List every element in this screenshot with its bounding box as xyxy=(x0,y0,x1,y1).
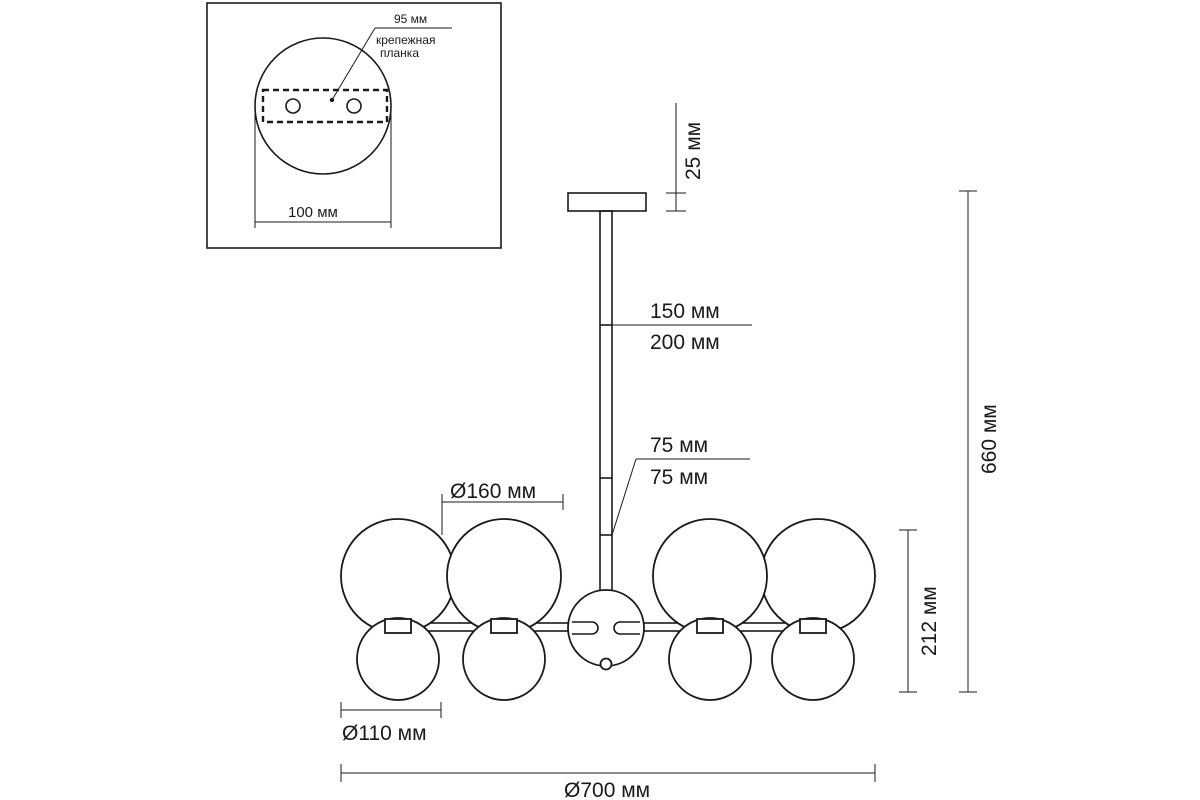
holder-2 xyxy=(490,618,518,634)
canopy-width-label: 100 мм xyxy=(288,204,338,221)
lower-shade-diameter-label: Ø110 мм xyxy=(342,722,427,745)
hub-clip-left xyxy=(572,621,599,635)
upper-shade-4 xyxy=(760,518,876,634)
canopy-and-rod xyxy=(567,192,647,598)
lower-shades xyxy=(356,617,855,701)
mounting-plate xyxy=(261,88,389,124)
inset-frame xyxy=(206,2,502,249)
upper-shade-1 xyxy=(340,518,456,634)
hub-finial xyxy=(599,657,613,671)
upper-shades xyxy=(340,518,876,634)
lower-shade-3 xyxy=(668,617,752,701)
holder-4 xyxy=(799,618,827,634)
rod xyxy=(599,210,613,598)
body-height-dimension: 212 мм xyxy=(899,529,941,693)
total-height-dimension: 660 мм xyxy=(959,190,1001,693)
plate-name-line2: планка xyxy=(380,46,419,60)
total-height-label: 660 мм xyxy=(978,404,1001,474)
plate-size-label: 95 мм xyxy=(394,12,427,26)
rod-segment-2: 75 мм xyxy=(650,466,708,489)
rod-option-1: 150 мм xyxy=(650,300,720,323)
central-hub xyxy=(567,589,645,671)
canopy-circle xyxy=(254,37,392,175)
lower-shade-2 xyxy=(462,617,546,701)
canopy xyxy=(567,192,647,212)
mounting-hole-right xyxy=(346,98,362,114)
canopy-top-view-inset: 95 мм крепежная планка 100 мм xyxy=(206,2,502,249)
rod-length-labels: 150 мм 200 мм 75 мм 75 мм xyxy=(611,300,752,536)
hub-sphere xyxy=(567,589,645,667)
hub-clip-right xyxy=(613,621,640,635)
body-height-label: 212 мм xyxy=(918,586,941,656)
upper-shade-diameter-label: Ø160 мм xyxy=(450,480,536,503)
lower-shade-dimension: Ø110 мм xyxy=(340,702,442,745)
upper-shade-2 xyxy=(446,518,562,634)
lower-shade-1 xyxy=(356,617,440,701)
total-diameter-dimension: Ø700 мм xyxy=(340,764,876,800)
upper-shade-3 xyxy=(652,518,768,634)
mounting-hole-left xyxy=(285,98,301,114)
plate-name-line1: крепежная xyxy=(376,33,435,47)
total-diameter-label: Ø700 мм xyxy=(564,779,650,800)
shade-holders xyxy=(384,618,827,634)
lower-shade-4 xyxy=(771,617,855,701)
canopy-height-dimension: 25 мм xyxy=(666,103,705,212)
canopy-height-label: 25 мм xyxy=(682,122,705,180)
leader-line xyxy=(331,27,376,101)
rod-segment-leader xyxy=(611,458,637,536)
rod-option-2: 200 мм xyxy=(650,331,720,354)
holder-1 xyxy=(384,618,412,634)
upper-shade-dimension: Ø160 мм xyxy=(441,480,564,535)
rod-segment-1: 75 мм xyxy=(650,434,708,457)
holder-3 xyxy=(696,618,724,634)
